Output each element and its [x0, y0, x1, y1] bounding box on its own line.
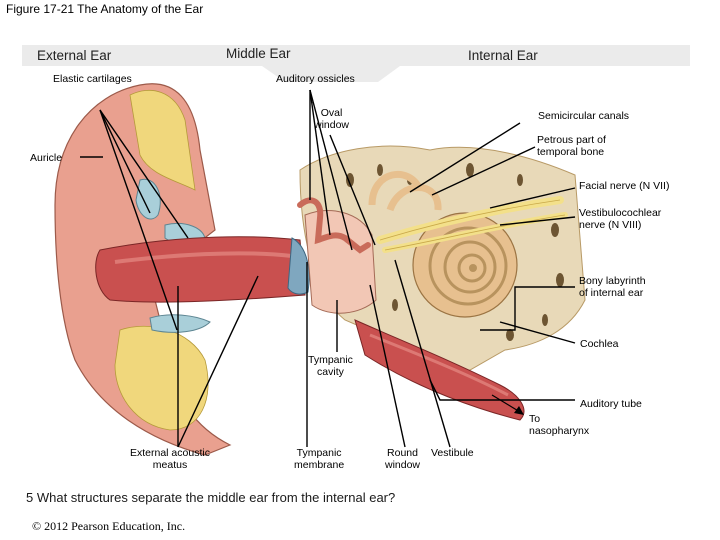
label-vestibulocochlear-nerve: Vestibulocochlear nerve (N VIII) [579, 207, 662, 231]
label-oval-window: Oval window [314, 107, 350, 131]
label-cochlea: Cochlea [580, 338, 619, 350]
bone-pores [346, 163, 564, 341]
label-auditory-ossicles: Auditory ossicles [276, 73, 355, 85]
label-round-window: Round window [385, 447, 421, 471]
region-internal-ear: Internal Ear [468, 48, 538, 63]
label-external-acoustic-meatus: External acoustic meatus [130, 447, 210, 471]
auditory-tube-highlight [369, 333, 509, 397]
fatty-tissue-upper [129, 89, 196, 191]
nerve-fibers [379, 199, 566, 251]
copyright-notice: © 2012 Pearson Education, Inc. [32, 519, 186, 533]
leader-lines [80, 89, 576, 448]
question-text: 5 What structures separate the middle ea… [26, 490, 396, 505]
ossicles [297, 197, 371, 254]
semicircular-canals-shape [368, 171, 442, 212]
ear-canal [95, 236, 306, 303]
label-tympanic-membrane: Tympanic membrane [294, 447, 345, 471]
nasopharynx-arrow [491, 394, 521, 413]
label-auricle: Auricle [30, 152, 63, 164]
label-auditory-tube: Auditory tube [580, 398, 642, 410]
label-elastic-cartilages: Elastic cartilages [53, 73, 132, 85]
ear-canal-highlight [114, 251, 293, 264]
region-header-band [22, 45, 690, 82]
label-petrous-temporal-bone: Petrous part of temporal bone [537, 134, 606, 158]
label-tympanic-cavity: Tympanic cavity [308, 354, 353, 378]
region-external-ear: External Ear [37, 48, 112, 63]
label-facial-nerve: Facial nerve (N VII) [579, 180, 670, 192]
tympanic-membrane-shape [287, 237, 310, 295]
label-semicircular-canals: Semicircular canals [538, 110, 630, 122]
tympanic-cavity-shape [304, 210, 377, 314]
label-to-nasopharynx: To nasopharynx [529, 413, 590, 437]
label-bony-labyrinth: Bony labyrinth of internal ear [579, 275, 646, 299]
elastic-cartilage-3 [149, 314, 211, 333]
label-vestibule: Vestibule [431, 447, 474, 459]
region-middle-ear: Middle Ear [226, 46, 291, 61]
figure-title: Figure 17-21 The Anatomy of the Ear [6, 2, 204, 16]
nasopharynx-arrowhead [514, 406, 524, 415]
